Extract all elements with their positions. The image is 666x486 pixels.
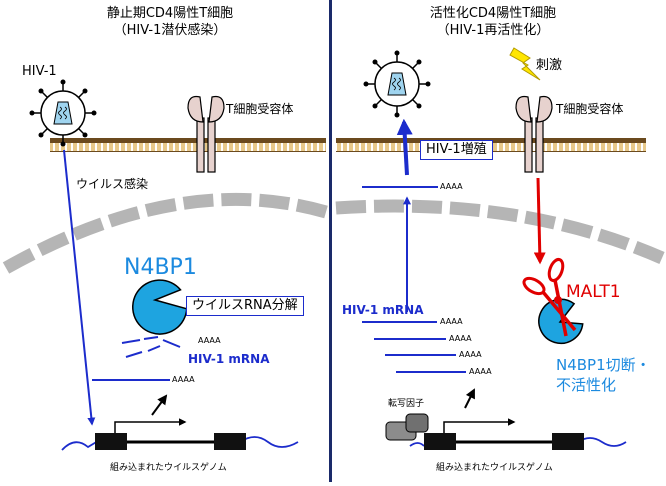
mrna-strands-right bbox=[362, 186, 466, 373]
polya-tail-label: AAAA bbox=[440, 182, 463, 191]
signaling-arrow bbox=[533, 177, 546, 265]
malt1-label: MALT1 bbox=[566, 282, 621, 302]
viral-genome-right bbox=[409, 418, 627, 450]
hiv-virus-budding-icon bbox=[363, 50, 431, 118]
polya-tail-label: AAAA bbox=[172, 375, 195, 384]
stimulus-label: 刺激 bbox=[536, 58, 563, 73]
replication-arrow bbox=[396, 118, 413, 176]
n4bp1-label: N4BP1 bbox=[124, 255, 197, 280]
right-title-line1: 活性化CD4陽性T細胞 bbox=[429, 6, 557, 21]
polya-tail-label: AAAA bbox=[459, 350, 482, 359]
rna-degradation-label: ウイルスRNA分解 bbox=[186, 296, 304, 316]
right-title-line2: （HIV-1再活性化） bbox=[436, 23, 550, 38]
left-title-line1: 静止期CD4陽性T細胞 bbox=[106, 6, 234, 21]
hiv-virus-icon bbox=[29, 79, 97, 147]
transcription-arrow-right bbox=[464, 388, 475, 409]
malt1-scissors-icon bbox=[522, 257, 577, 337]
polya-tail-label: AAAA bbox=[198, 336, 221, 345]
polya-tail-label: AAAA bbox=[449, 334, 472, 343]
viral-genome-left bbox=[61, 418, 299, 451]
infection-label: ウイルス感染 bbox=[76, 177, 149, 191]
cleavage-label-line2: 不活性化 bbox=[556, 376, 617, 394]
cell-membrane-left bbox=[50, 138, 326, 152]
cleavage-label-line1: N4BP1切断・ bbox=[556, 356, 651, 374]
mrna-label-right: HIV-1 mRNA bbox=[342, 303, 424, 317]
left-title-line2: （HIV-1潜伏感染） bbox=[113, 23, 227, 38]
receptor-label-right: T細胞受容体 bbox=[556, 102, 624, 116]
transcription-arrow-left bbox=[151, 394, 168, 416]
transcription-factor-icon bbox=[385, 413, 429, 441]
receptor-label-left: T細胞受容体 bbox=[226, 102, 294, 116]
replication-label: HIV-1増殖 bbox=[420, 140, 493, 160]
panel-divider bbox=[329, 0, 332, 482]
degraded-mrna bbox=[121, 336, 181, 358]
genome-label-left: 組み込まれたウイルスゲノム bbox=[110, 463, 227, 473]
polya-tail-label: AAAA bbox=[440, 317, 463, 326]
infection-arrow bbox=[63, 149, 96, 426]
stimulus-lightning-icon bbox=[509, 47, 541, 81]
virus-label: HIV-1 bbox=[22, 64, 57, 79]
mrna-label-left: HIV-1 mRNA bbox=[188, 352, 270, 366]
n4bp1-protein-icon bbox=[132, 279, 188, 335]
t-cell-receptor-icon bbox=[515, 95, 553, 173]
nuclear-envelope bbox=[2, 192, 665, 274]
polya-tail-label: AAAA bbox=[469, 367, 492, 376]
genome-label-right: 組み込まれたウイルスゲノム bbox=[436, 463, 553, 473]
transcription-factor-label: 転写因子 bbox=[388, 399, 425, 409]
t-cell-receptor-icon bbox=[187, 95, 225, 173]
